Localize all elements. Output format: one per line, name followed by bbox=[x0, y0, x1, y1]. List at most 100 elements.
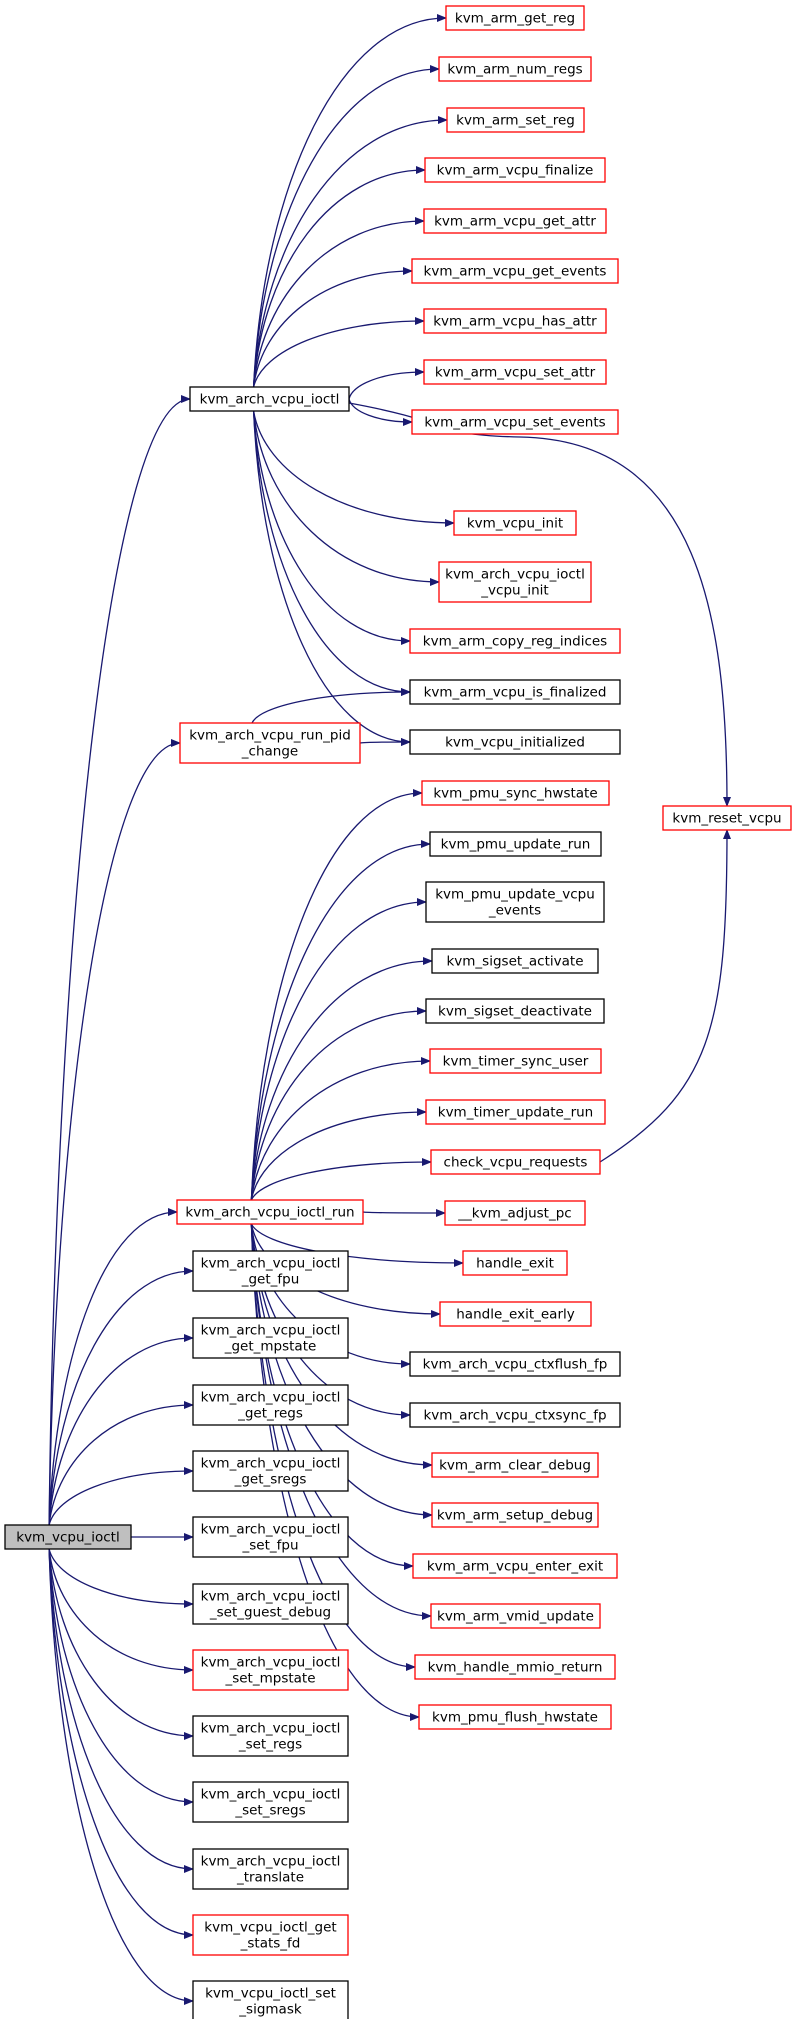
node-arm-vcpu-get-attr[interactable]: kvm_arm_vcpu_get_attr bbox=[423, 208, 607, 234]
node-label-line: kvm_arch_vcpu_ioctl bbox=[445, 567, 585, 583]
node-handle-exit-early[interactable]: handle_exit_early bbox=[439, 1301, 592, 1327]
node-get-stats-fd[interactable]: kvm_vcpu_ioctl_get_stats_fd bbox=[192, 1914, 349, 1956]
node-box bbox=[192, 1583, 349, 1625]
node-ctxsync-fp[interactable]: kvm_arch_vcpu_ctxsync_fp bbox=[409, 1402, 621, 1428]
call-edge-ioctl_run-to-pmu_update_vcpu_events bbox=[250, 898, 427, 1201]
node-label-line: _set_guest_debug bbox=[209, 1605, 331, 1621]
node-sigset-activate[interactable]: kvm_sigset_activate bbox=[431, 948, 599, 974]
node-label-line: _sigmask bbox=[238, 2002, 302, 2018]
node-box bbox=[192, 1914, 349, 1956]
node-pmu-update-vcpu-events[interactable]: kvm_pmu_update_vcpu_events bbox=[425, 881, 605, 923]
node-box bbox=[439, 1301, 592, 1327]
node-label-line: kvm_reset_vcpu bbox=[672, 811, 781, 827]
node-label-line: kvm_arm_vmid_update bbox=[437, 1609, 594, 1625]
node-timer-update-run[interactable]: kvm_timer_update_run bbox=[425, 1099, 606, 1125]
node-arch-ioctl-vcpu-init[interactable]: kvm_arch_vcpu_ioctl_vcpu_init bbox=[438, 561, 592, 603]
node-arm-setup-debug[interactable]: kvm_arm_setup_debug bbox=[431, 1502, 599, 1528]
node-box bbox=[446, 107, 585, 133]
node-check-vcpu-requests[interactable]: check_vcpu_requests bbox=[430, 1149, 601, 1175]
call-edge-arch_ioctl-to-vcpu_init bbox=[252, 410, 455, 527]
node-arm-copy-reg-indices[interactable]: kvm_arm_copy_reg_indices bbox=[409, 628, 621, 654]
node-label-line: handle_exit bbox=[476, 1256, 554, 1272]
call-edge-ioctl_run-to-pmu_update_run bbox=[250, 840, 431, 1201]
node-vcpu-init[interactable]: kvm_vcpu_init bbox=[453, 510, 577, 536]
call-edge-arch_ioctl-to-arm_vcpu_get_events bbox=[252, 267, 413, 388]
node-box bbox=[192, 1781, 349, 1823]
node-arm-set-reg[interactable]: kvm_arm_set_reg bbox=[446, 107, 585, 133]
node-get-sregs[interactable]: kvm_arch_vcpu_ioctl_get_sregs bbox=[192, 1450, 349, 1492]
node-label-line: kvm_arm_vcpu_set_events bbox=[424, 415, 605, 431]
node-arm-vcpu-has-attr[interactable]: kvm_arm_vcpu_has_attr bbox=[423, 308, 607, 334]
node-ioctl-run[interactable]: kvm_arch_vcpu_ioctl_run bbox=[176, 1199, 364, 1225]
node-arm-num-regs[interactable]: kvm_arm_num_regs bbox=[438, 56, 592, 82]
node-arm-vcpu-finalize[interactable]: kvm_arm_vcpu_finalize bbox=[424, 157, 606, 183]
node-label-line: _get_mpstate bbox=[224, 1339, 317, 1355]
node-label-line: kvm_pmu_sync_hwstate bbox=[433, 786, 597, 802]
node-arm-vcpu-get-events[interactable]: kvm_arm_vcpu_get_events bbox=[411, 258, 619, 284]
node-arm-vcpu-set-attr[interactable]: kvm_arm_vcpu_set_attr bbox=[423, 359, 607, 385]
node-ctxflush-fp[interactable]: kvm_arch_vcpu_ctxflush_fp bbox=[409, 1351, 621, 1377]
node-label-line: _set_sregs bbox=[234, 1803, 305, 1819]
node-label-line: _get_regs bbox=[237, 1406, 303, 1422]
node-label-line: _get_fpu bbox=[241, 1272, 300, 1288]
node-box bbox=[411, 258, 619, 284]
node-set-fpu[interactable]: kvm_arch_vcpu_ioctl_set_fpu bbox=[192, 1516, 349, 1558]
node-label-line: _set_fpu bbox=[241, 1538, 298, 1554]
node-set-regs[interactable]: kvm_arch_vcpu_ioctl_set_regs bbox=[192, 1715, 349, 1757]
node-run-pid[interactable]: kvm_arch_vcpu_run_pid_change bbox=[179, 722, 361, 764]
call-edge-arch_ioctl-to-arm_num_regs bbox=[252, 65, 440, 388]
node-get-regs[interactable]: kvm_arch_vcpu_ioctl_get_regs bbox=[192, 1384, 349, 1426]
node-box bbox=[409, 628, 621, 654]
call-edge-arch_ioctl-to-arm_copy_reg_indices bbox=[252, 410, 411, 645]
node-handle-mmio-return[interactable]: kvm_handle_mmio_return bbox=[414, 1654, 616, 1680]
node-box bbox=[192, 1848, 349, 1890]
node-label-line: kvm_arch_vcpu_ioctl bbox=[201, 1721, 341, 1737]
node-label-line: kvm_arch_vcpu_ioctl bbox=[201, 1256, 341, 1272]
node-label-line: _set_regs bbox=[238, 1737, 302, 1753]
node-pmu-flush-hwstate[interactable]: kvm_pmu_flush_hwstate bbox=[418, 1704, 612, 1730]
node-pmu-sync-hwstate[interactable]: kvm_pmu_sync_hwstate bbox=[421, 780, 610, 806]
node-box bbox=[411, 409, 619, 435]
call-edge-root-to-arch_ioctl bbox=[48, 395, 191, 1526]
node-set-guest-debug[interactable]: kvm_arch_vcpu_ioctl_set_guest_debug bbox=[192, 1583, 349, 1625]
node-root[interactable]: kvm_vcpu_ioctl bbox=[4, 1524, 132, 1550]
node-set-sregs[interactable]: kvm_arch_vcpu_ioctl_set_sregs bbox=[192, 1781, 349, 1823]
node-get-mpstate[interactable]: kvm_arch_vcpu_ioctl_get_mpstate bbox=[192, 1317, 349, 1359]
node-label-line: __kvm_adjust_pc bbox=[457, 1206, 571, 1222]
node-handle-exit[interactable]: handle_exit bbox=[462, 1250, 568, 1276]
node-reset-vcpu[interactable]: kvm_reset_vcpu bbox=[662, 805, 792, 831]
node-label-line: kvm_arm_clear_debug bbox=[439, 1458, 591, 1474]
call-edge-arch_ioctl-to-vcpu_initialized bbox=[252, 410, 411, 746]
node-sigset-deactivate[interactable]: kvm_sigset_deactivate bbox=[425, 998, 605, 1024]
node-set-sigmask[interactable]: kvm_vcpu_ioctl_set_sigmask bbox=[192, 1980, 349, 2019]
node-arm-clear-debug[interactable]: kvm_arm_clear_debug bbox=[431, 1452, 599, 1478]
node-label-line: kvm_arm_setup_debug bbox=[437, 1508, 593, 1524]
node-translate[interactable]: kvm_arch_vcpu_ioctl_translate bbox=[192, 1848, 349, 1890]
node-label-line: kvm_arch_vcpu_ioctl bbox=[201, 1854, 341, 1870]
node-arm-get-reg[interactable]: kvm_arm_get_reg bbox=[445, 5, 585, 31]
call-edge-ioctl_run-to-sigset_deactivate bbox=[250, 1007, 427, 1201]
node-arm-vmid-update[interactable]: kvm_arm_vmid_update bbox=[430, 1603, 601, 1629]
node-label-line: kvm_arm_vcpu_has_attr bbox=[433, 314, 597, 330]
node-pmu-update-run[interactable]: kvm_pmu_update_run bbox=[429, 831, 602, 857]
node-get-fpu[interactable]: kvm_arch_vcpu_ioctl_get_fpu bbox=[192, 1250, 349, 1292]
call-edge-ioctl_run-to-timer_sync_user bbox=[250, 1057, 431, 1201]
node-box bbox=[425, 998, 605, 1024]
node-arm-vcpu-is-finalized[interactable]: kvm_arm_vcpu_is_finalized bbox=[409, 679, 621, 705]
node-box bbox=[423, 208, 607, 234]
node-adjust-pc[interactable]: __kvm_adjust_pc bbox=[444, 1200, 586, 1226]
node-arm-vcpu-set-events[interactable]: kvm_arm_vcpu_set_events bbox=[411, 409, 619, 435]
node-set-mpstate[interactable]: kvm_arch_vcpu_ioctl_set_mpstate bbox=[192, 1649, 349, 1691]
node-label-line: kvm_handle_mmio_return bbox=[428, 1660, 603, 1676]
node-arch-ioctl[interactable]: kvm_arch_vcpu_ioctl bbox=[189, 386, 350, 412]
node-label-line: kvm_arm_num_regs bbox=[447, 62, 582, 78]
node-arm-vcpu-enter-exit[interactable]: kvm_arm_vcpu_enter_exit bbox=[412, 1553, 618, 1579]
node-label-line: kvm_arch_vcpu_ioctl bbox=[200, 392, 340, 408]
call-edge-check_vcpu_requests-to-reset_vcpu bbox=[599, 829, 731, 1163]
node-box bbox=[4, 1524, 132, 1550]
node-label-line: kvm_arm_copy_reg_indices bbox=[423, 634, 607, 650]
node-vcpu-initialized[interactable]: kvm_vcpu_initialized bbox=[409, 729, 621, 755]
node-timer-sync-user[interactable]: kvm_timer_sync_user bbox=[429, 1048, 602, 1074]
node-label-line: kvm_arm_vcpu_get_attr bbox=[434, 214, 596, 230]
